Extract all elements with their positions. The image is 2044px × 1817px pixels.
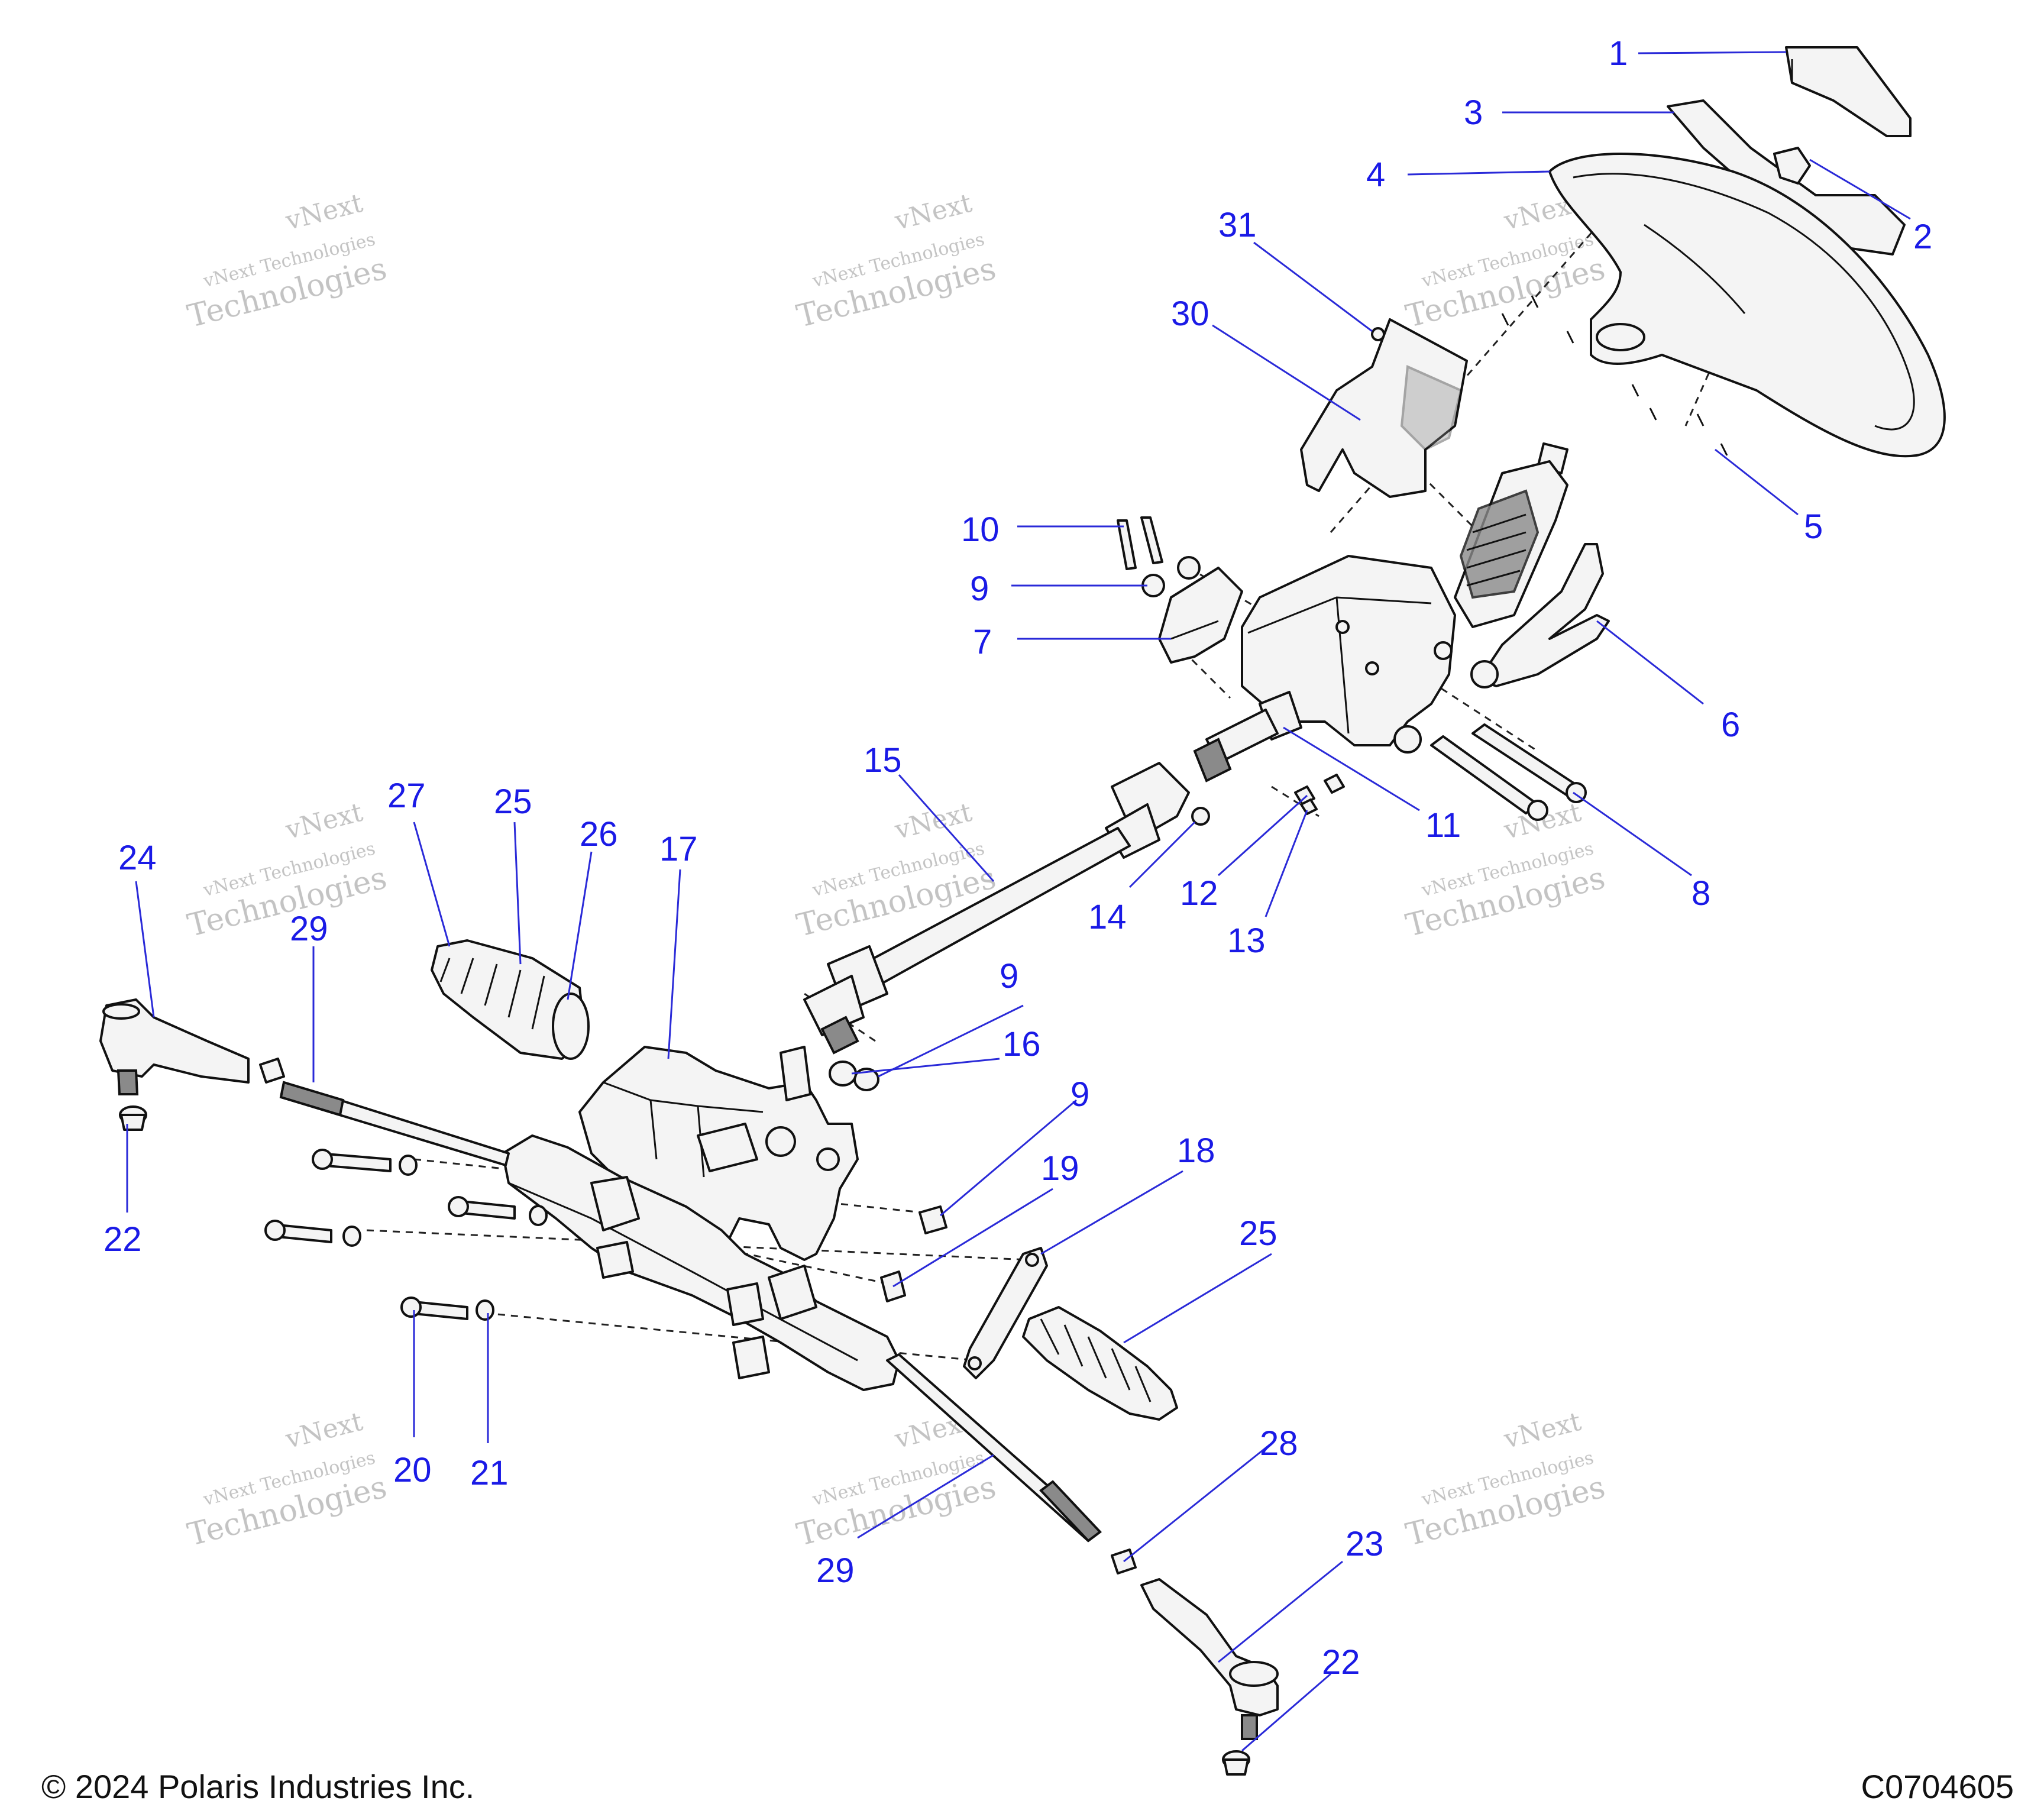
- svg-text:vNext: vNext: [282, 1407, 366, 1455]
- column-shaft-part: [1193, 691, 1302, 783]
- tie-rod-end-left-part: [99, 998, 250, 1095]
- callout-20: 20: [393, 1451, 432, 1489]
- long-bolts-part-8: [1430, 723, 1587, 821]
- callout-22a: 22: [104, 1220, 142, 1259]
- mount-bracket-part: [1158, 567, 1243, 664]
- callout-24: 24: [118, 839, 157, 877]
- callout-4: 4: [1366, 156, 1385, 194]
- bolts-part-10: [1117, 516, 1163, 570]
- watermark-6: vNext vNext Technologies Technologies: [1402, 797, 1608, 944]
- callout-27: 27: [387, 777, 426, 815]
- bolt-part-14: [1191, 807, 1210, 826]
- callout-2: 2: [1913, 218, 1932, 256]
- callout-31: 31: [1218, 206, 1257, 244]
- rack-boot-upper-part: [431, 939, 590, 1060]
- steering-wheel-part: [1548, 153, 1946, 458]
- callout-9a: 9: [970, 570, 989, 608]
- callout-9c: 9: [1070, 1075, 1089, 1114]
- svg-text:vNext: vNext: [891, 797, 975, 846]
- watermark-7: vNext vNext Technologies Technologies: [184, 1407, 390, 1553]
- svg-text:vNext: vNext: [282, 188, 366, 237]
- callout-18: 18: [1177, 1131, 1215, 1170]
- callout-21: 21: [470, 1454, 509, 1492]
- boot-cap-left-part: [119, 1105, 147, 1131]
- column-bracket-part: [1241, 555, 1456, 754]
- callout-8: 8: [1692, 874, 1710, 913]
- watermark-9: vNext vNext Technologies Technologies: [1402, 1407, 1608, 1553]
- callout-6: 6: [1721, 706, 1740, 744]
- tie-rod-end-right-part: [1140, 1578, 1279, 1740]
- callout-7: 7: [973, 623, 992, 661]
- callout-13: 13: [1227, 922, 1266, 960]
- callout-14: 14: [1088, 898, 1127, 936]
- steering-column-part: [1454, 442, 1568, 628]
- callout-22b: 22: [1322, 1643, 1360, 1682]
- watermark-2: vNext vNext Technologies Technologies: [793, 188, 999, 335]
- watermark-1: vNext vNext Technologies Technologies: [184, 188, 390, 335]
- callout-17: 17: [659, 830, 698, 868]
- strap-bracket-part: [963, 1247, 1048, 1379]
- column-shroud-part: [1300, 318, 1468, 498]
- rack-boot-lower-part: [1022, 1306, 1178, 1421]
- leader-lines: [126, 51, 1911, 1752]
- callout-15: 15: [863, 741, 902, 780]
- callout-29a: 29: [290, 910, 328, 948]
- callouts: 1 3 2 4 31 30 5 10 9 7 6 15 11 8 12 14 1…: [104, 34, 1932, 1682]
- steering-wheel-cover-part: [1785, 46, 1912, 137]
- callout-26: 26: [580, 815, 618, 853]
- nut-part-9-lower: [918, 1205, 947, 1234]
- callout-10: 10: [961, 510, 1000, 549]
- callout-29b: 29: [816, 1551, 855, 1590]
- shroud-screw-part: [1371, 327, 1385, 341]
- tie-rod-part-lower: [886, 1353, 1102, 1543]
- callout-16: 16: [1002, 1025, 1041, 1063]
- callout-1: 1: [1609, 34, 1628, 73]
- callout-19: 19: [1041, 1149, 1079, 1188]
- callout-11: 11: [1425, 806, 1461, 845]
- callout-9b: 9: [1000, 957, 1018, 995]
- boot-cap-right-part: [1222, 1750, 1250, 1776]
- nut-part-2: [1773, 147, 1811, 185]
- rack-housing-part: [502, 1134, 900, 1391]
- svg-text:vNext: vNext: [891, 188, 975, 237]
- callout-12: 12: [1180, 874, 1218, 913]
- nut-part-9-upper: [1141, 556, 1201, 597]
- drawing-number: C0704605: [1861, 1768, 2014, 1805]
- small-nuts-part-12-13: [1294, 774, 1345, 815]
- parts: [99, 46, 1946, 1776]
- jam-nut-left-part: [259, 1058, 285, 1084]
- callout-28: 28: [1260, 1424, 1298, 1463]
- svg-text:vNext: vNext: [282, 797, 366, 846]
- callout-30: 30: [1171, 295, 1209, 333]
- callout-3: 3: [1464, 93, 1483, 132]
- callout-5: 5: [1804, 507, 1823, 546]
- tie-rod-part-upper: [279, 1081, 510, 1166]
- watermark-4: vNext vNext Technologies Technologies: [184, 797, 390, 944]
- intermediate-shaft-part: [803, 762, 1190, 1055]
- rack-mount-bolts-part: [264, 1149, 548, 1321]
- tilt-lever-part: [1470, 543, 1610, 688]
- callout-25b: 25: [1239, 1214, 1278, 1253]
- copyright-text: © 2024 Polaris Industries Inc.: [41, 1768, 474, 1805]
- svg-text:vNext: vNext: [1500, 1407, 1584, 1455]
- callout-25a: 25: [494, 783, 532, 821]
- callout-23: 23: [1346, 1525, 1384, 1563]
- wheel-screws-part: [1501, 295, 1728, 456]
